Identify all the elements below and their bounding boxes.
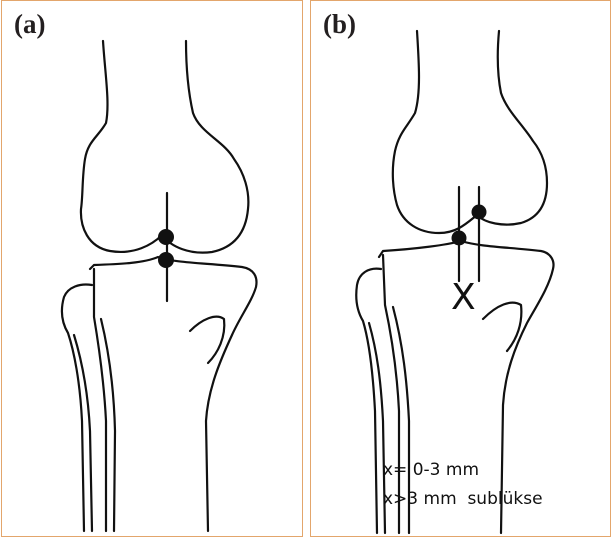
panel-a: (a) bbox=[1, 0, 303, 537]
fibula-outline bbox=[356, 269, 381, 533]
tibia-tuberosity bbox=[483, 303, 521, 351]
panel-b: (b) X x= 0-3 mm x>3 mm sublükse bbox=[310, 0, 611, 537]
femur-point bbox=[158, 229, 174, 245]
tibia-tuberosity bbox=[190, 317, 224, 363]
legend-normal-range: x= 0-3 mm bbox=[383, 460, 479, 480]
tibia-inner-line bbox=[101, 319, 115, 531]
femur-outline bbox=[81, 41, 248, 253]
knee-diagram-subluxation bbox=[311, 1, 610, 536]
femur-point bbox=[472, 205, 487, 220]
legend-subluxation: x>3 mm sublükse bbox=[383, 489, 543, 509]
knee-diagram-normal bbox=[2, 1, 302, 536]
tibia-point bbox=[158, 252, 174, 268]
femur-outline bbox=[393, 31, 547, 233]
tibia-medial-edge bbox=[94, 269, 106, 531]
tibia-point bbox=[452, 231, 467, 246]
displacement-x-label: X bbox=[451, 277, 476, 318]
